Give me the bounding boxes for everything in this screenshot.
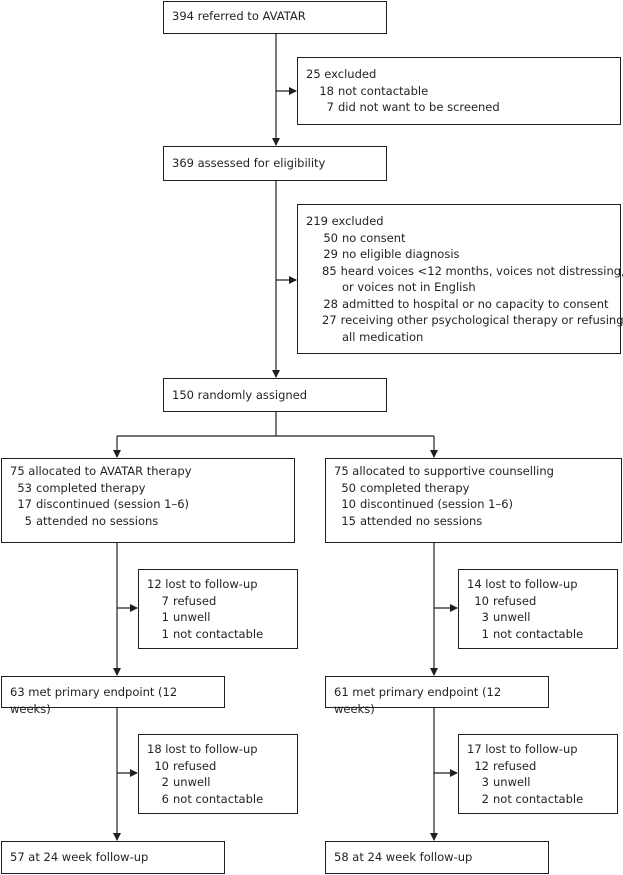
randomised-box: 150 randomly assigned xyxy=(163,378,387,412)
arm1-allocated-label: 75 allocated to AVATAR therapy xyxy=(10,464,192,478)
assessed-box: 369 assessed for eligibility xyxy=(163,146,387,181)
arm1-lost12-title: 12 lost to follow-up xyxy=(147,577,258,591)
arm2-primary-label: 61 met primary endpoint (12 weeks) xyxy=(334,685,502,716)
arm2-final-label: 58 at 24 week follow-up xyxy=(334,850,473,864)
arm2-final-box: 58 at 24 week follow-up xyxy=(325,841,549,874)
assessed-label: 369 assessed for eligibility xyxy=(172,156,326,170)
arm1-primary-box: 63 met primary endpoint (12 weeks) xyxy=(1,676,225,716)
arm2-allocation-box: 75 allocated to supportive counselling 5… xyxy=(325,458,622,543)
arm2-lost24-title: 17 lost to follow-up xyxy=(467,742,578,756)
arm1-final-label: 57 at 24 week follow-up xyxy=(10,850,149,864)
randomised-label: 150 randomly assigned xyxy=(172,388,308,402)
arm1-primary-label: 63 met primary endpoint (12 weeks) xyxy=(10,685,178,716)
excluded1-title: 25 excluded xyxy=(306,67,377,81)
excluded2-item-cont: or voices not in English xyxy=(342,280,476,294)
referred-box: 394 referred to AVATAR xyxy=(163,1,387,34)
excluded2-item-cont: all medication xyxy=(342,329,424,344)
arm2-allocated-label: 75 allocated to supportive counselling xyxy=(334,464,554,478)
arm1-final-box: 57 at 24 week follow-up xyxy=(1,841,225,874)
excluded2-title: 219 excluded xyxy=(306,214,384,228)
arm2-lost12-title: 14 lost to follow-up xyxy=(467,577,578,591)
arm2-primary-box: 61 met primary endpoint (12 weeks) xyxy=(325,676,549,716)
referred-label: 394 referred to AVATAR xyxy=(172,9,306,23)
arm1-lost24-title: 18 lost to follow-up xyxy=(147,742,258,756)
